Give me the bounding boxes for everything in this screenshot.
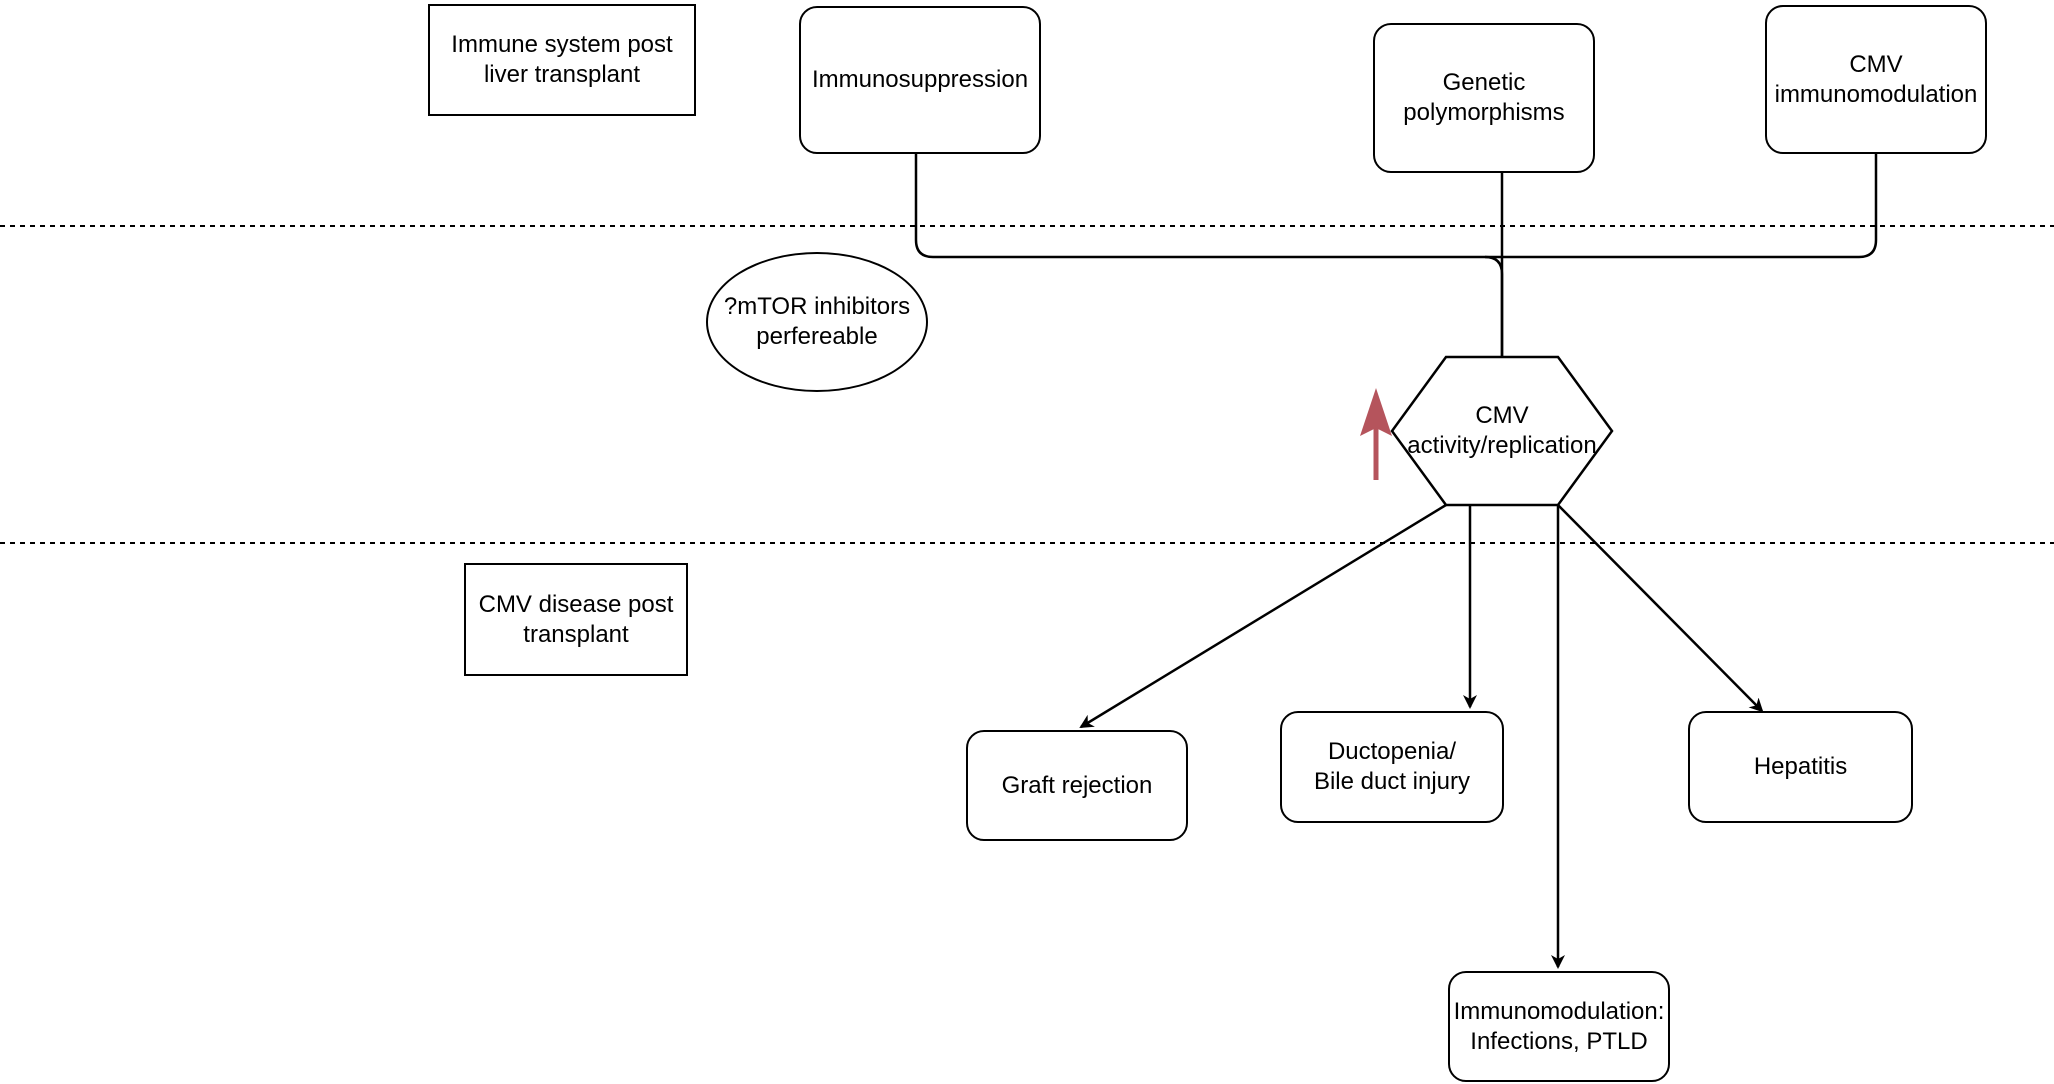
connector-cmv-immunomodulation bbox=[1485, 154, 1878, 259]
hepatitis-box: Hepatitis bbox=[1688, 711, 1913, 823]
immunomodulation-infections-box: Immunomodulation: Infections, PTLD bbox=[1448, 971, 1670, 1082]
genetic-polymorphisms-label: Genetic polymorphisms bbox=[1403, 69, 1565, 126]
graft-rejection-box: Graft rejection bbox=[966, 730, 1188, 841]
graft-rejection-label: Graft rejection bbox=[1001, 771, 1153, 799]
cmv-disease-label: CMV disease post transplant bbox=[478, 590, 674, 648]
connector-merge-to-hexagon bbox=[1484, 255, 1504, 356]
arrow-to-graft-rejection bbox=[1079, 503, 1447, 729]
immunosuppression-box: Immunosuppression bbox=[799, 6, 1041, 154]
cmv-activity-label: CMV activity/replication bbox=[1407, 402, 1597, 459]
arrow-to-hepatitis bbox=[1557, 504, 1764, 713]
hepatitis-label: Hepatitis bbox=[1753, 753, 1848, 780]
immunosuppression-label: Immunosuppression bbox=[811, 66, 1029, 93]
cmv-immunomodulation-box: CMV immunomodulation bbox=[1765, 5, 1987, 154]
up-arrow-icon bbox=[1360, 388, 1392, 480]
cmv-activity-text: CMV activity/replication bbox=[1392, 357, 1612, 505]
immune-system-label-box: Immune system post liver transplant bbox=[428, 4, 696, 116]
immune-system-label: Immune system post liver transplant bbox=[451, 31, 673, 88]
genetic-polymorphisms-box: Genetic polymorphisms bbox=[1373, 23, 1595, 173]
ductopenia-box: Ductopenia/ Bile duct injury bbox=[1280, 711, 1504, 823]
immunomodulation-infections-label: Immunomodulation: Infections, PTLD bbox=[1453, 997, 1665, 1055]
ductopenia-label: Ductopenia/ Bile duct injury bbox=[1313, 738, 1471, 795]
connector-immunosuppression bbox=[914, 154, 1485, 259]
cmv-immunomodulation-label: CMV immunomodulation bbox=[1774, 50, 1978, 108]
mtor-inhibitors-ellipse: ?mTOR inhibitors perfereable bbox=[706, 252, 928, 392]
mtor-inhibitors-label: ?mTOR inhibitors perfereable bbox=[723, 293, 911, 350]
cmv-disease-label-box: CMV disease post transplant bbox=[464, 563, 688, 676]
